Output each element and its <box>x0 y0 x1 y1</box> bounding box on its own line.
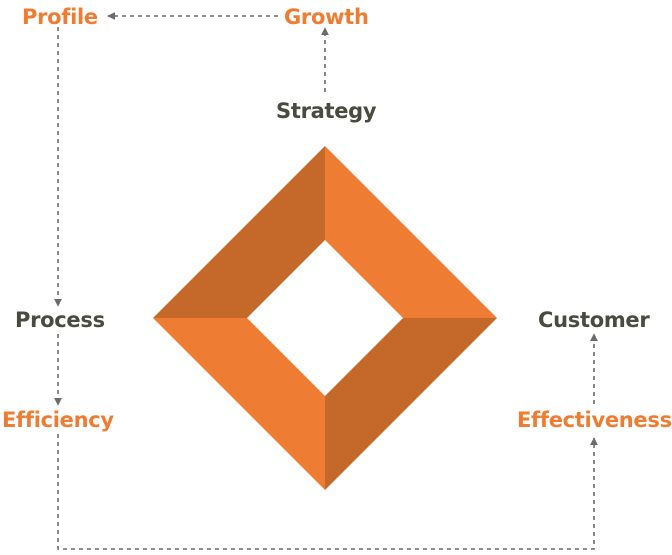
ring-segment-top-left <box>153 146 325 318</box>
label-growth: Growth <box>284 5 369 29</box>
label-efficiency: Efficiency <box>2 408 114 432</box>
ring-segment-bottom-right <box>325 318 497 490</box>
label-customer: Customer <box>538 308 650 332</box>
label-effectiveness: Effectiveness <box>517 408 672 432</box>
label-process: Process <box>15 308 105 332</box>
connector-lines <box>54 12 598 550</box>
ring-segment-bottom-left <box>153 318 325 490</box>
label-strategy: Strategy <box>276 99 377 123</box>
label-profile: Profile <box>22 5 98 29</box>
ring-segment-top-right <box>325 146 497 318</box>
connector-efficiency-to-effectiveness <box>57 434 598 550</box>
